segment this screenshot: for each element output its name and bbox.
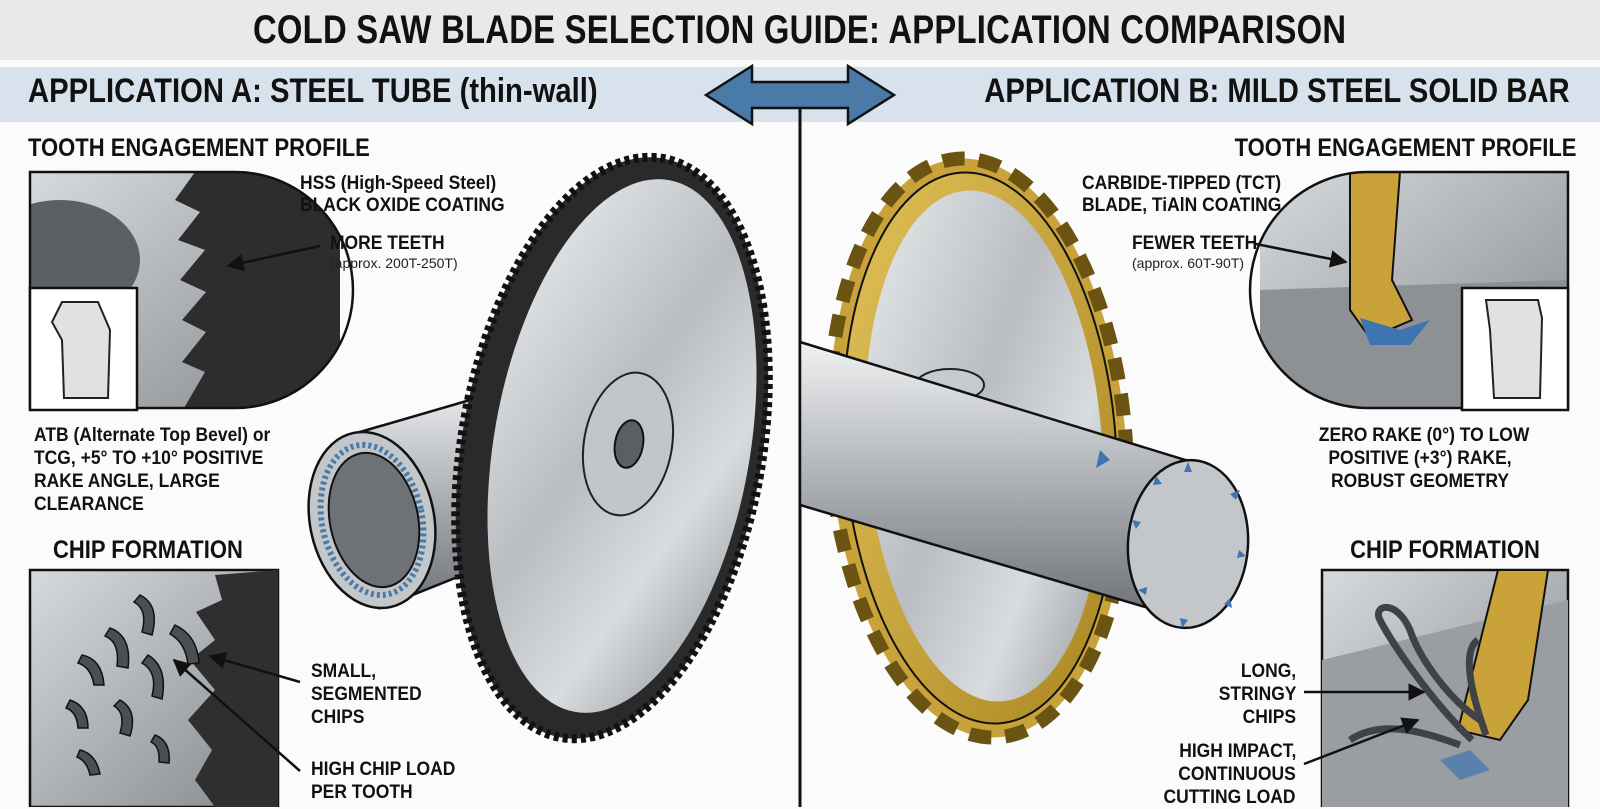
teeth-count-a: (approx. 200T-250T) bbox=[330, 255, 458, 271]
load-b-line1: HIGH IMPACT, bbox=[1178, 741, 1296, 762]
hss-tooth-profile-icon bbox=[28, 286, 139, 412]
chip-load-arrow bbox=[172, 658, 301, 772]
chip-heading-a: CHIP FORMATION bbox=[53, 536, 243, 564]
geometry-b-line2: POSITIVE (+3°) RAKE, bbox=[1328, 448, 1512, 469]
double-arrow-icon bbox=[703, 63, 897, 127]
segmented-chips-arrow bbox=[208, 651, 301, 684]
geometry-a-line1: ATB (Alternate Top Bevel) or bbox=[34, 425, 271, 446]
application-a-title: APPLICATION A: STEEL TUBE (thin-wall) bbox=[28, 72, 598, 110]
hss-saw-blade bbox=[451, 152, 773, 744]
chip-label-b-line1: LONG, bbox=[1240, 661, 1296, 682]
teeth-label-a: MORE TEETH bbox=[330, 233, 445, 254]
title-bar: COLD SAW BLADE SELECTION GUIDE: APPLICAT… bbox=[0, 0, 1600, 60]
chip-label-a-line2: SEGMENTED bbox=[311, 684, 422, 705]
geometry-a-line2: TCG, +5° TO +10° POSITIVE bbox=[34, 448, 264, 469]
chip-label-a-line3: CHIPS bbox=[311, 707, 365, 728]
mild-steel-solid-bar bbox=[798, 340, 1250, 630]
tooth-profile-heading-b: TOOTH ENGAGEMENT PROFILE bbox=[1234, 134, 1576, 162]
teeth-label-b: FEWER TEETH bbox=[1132, 233, 1258, 254]
chip-heading-b: CHIP FORMATION bbox=[1350, 536, 1540, 564]
application-b-title: APPLICATION B: MILD STEEL SOLID BAR bbox=[984, 72, 1570, 110]
teeth-count-b: (approx. 60T-90T) bbox=[1132, 255, 1245, 271]
tct-chip-formation-inset bbox=[1320, 568, 1570, 807]
blade-material-a-line1: HSS (High-Speed Steel) bbox=[300, 173, 497, 194]
geometry-a-line3: RAKE ANGLE, LARGE bbox=[34, 471, 220, 492]
geometry-b-line1: ZERO RAKE (0°) TO LOW bbox=[1318, 425, 1530, 446]
blade-material-b-line1: CARBIDE-TIPPED (TCT) bbox=[1082, 173, 1282, 194]
more-teeth-arrow bbox=[226, 244, 321, 272]
geometry-b-line3: ROBUST GEOMETRY bbox=[1330, 471, 1510, 492]
tooth-profile-heading-a: TOOTH ENGAGEMENT PROFILE bbox=[28, 134, 370, 162]
chip-label-a-line1: SMALL, bbox=[311, 661, 377, 682]
chip-label-b-line3: CHIPS bbox=[1242, 707, 1296, 728]
hss-chip-formation-inset bbox=[28, 568, 280, 807]
load-b-line3: CUTTING LOAD bbox=[1163, 787, 1296, 808]
geometry-a-line4: CLEARANCE bbox=[34, 494, 144, 515]
blade-material-b-line2: BLADE, TiAlN COATING bbox=[1082, 195, 1282, 216]
tct-tooth-profile-icon bbox=[1460, 286, 1570, 412]
cutting-load-arrow bbox=[1303, 717, 1420, 766]
chip-label-b-line2: STRINGY bbox=[1218, 684, 1296, 705]
load-b-line2: CONTINUOUS bbox=[1178, 764, 1296, 785]
page-title: COLD SAW BLADE SELECTION GUIDE: APPLICAT… bbox=[253, 7, 1347, 52]
fewer-teeth-arrow bbox=[1255, 242, 1348, 268]
blade-material-a-line2: BLACK OXIDE COATING bbox=[300, 195, 505, 216]
load-a-line1: HIGH CHIP LOAD bbox=[311, 759, 456, 780]
load-a-line2: PER TOOTH bbox=[311, 782, 413, 803]
